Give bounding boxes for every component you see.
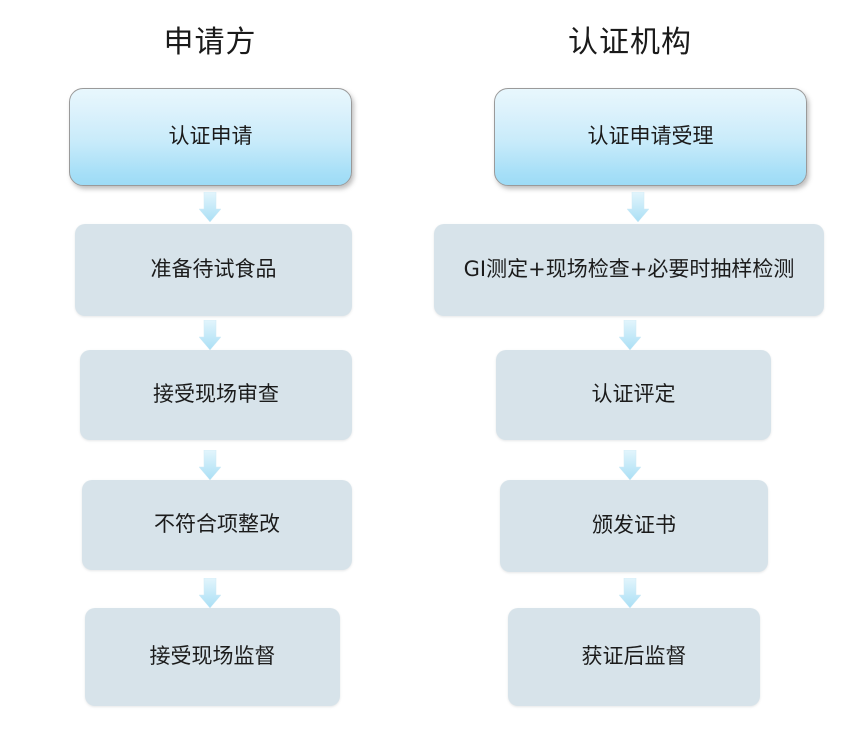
node-right-4-label: 颁发证书	[592, 513, 676, 538]
column-header-applicant: 申请方	[163, 25, 257, 60]
node-right-3-label: 认证评定	[591, 382, 676, 407]
node-right-5-label: 获证后监督	[581, 644, 687, 669]
arrow-down-icon-right-3	[619, 450, 641, 480]
arrow-down-icon-right-2	[619, 320, 641, 350]
column-header-certification-body: 认证机构	[568, 25, 692, 60]
node-left-4[interactable]: 不符合项整改	[82, 480, 352, 570]
node-left-1-label: 认证申请	[168, 124, 253, 149]
node-left-2-label: 准备待试食品	[150, 257, 277, 282]
arrow-down-icon-right-1	[627, 192, 649, 222]
arrow-down-icon-left-1	[199, 192, 221, 222]
node-right-1[interactable]: 认证申请受理	[494, 88, 807, 186]
node-left-2[interactable]: 准备待试食品	[75, 224, 352, 316]
arrow-down-icon-left-2	[199, 320, 221, 350]
node-right-2[interactable]: GI测定+现场检查+必要时抽样检测	[434, 224, 824, 316]
node-left-3[interactable]: 接受现场审查	[80, 350, 352, 440]
arrow-down-icon-left-4	[199, 578, 221, 608]
node-left-5[interactable]: 接受现场监督	[85, 608, 340, 706]
node-right-1-label: 认证申请受理	[587, 124, 714, 149]
node-left-4-label: 不符合项整改	[154, 512, 280, 537]
node-left-1[interactable]: 认证申请	[69, 88, 352, 186]
node-left-5-label: 接受现场监督	[149, 644, 276, 669]
node-right-4[interactable]: 颁发证书	[500, 480, 768, 572]
arrow-down-icon-right-4	[619, 578, 641, 608]
node-right-3[interactable]: 认证评定	[496, 350, 771, 440]
node-right-2-label: GI测定+现场检查+必要时抽样检测	[463, 257, 795, 282]
node-right-5[interactable]: 获证后监督	[508, 608, 760, 706]
node-left-3-label: 接受现场审查	[153, 382, 279, 407]
arrow-down-icon-left-3	[199, 450, 221, 480]
